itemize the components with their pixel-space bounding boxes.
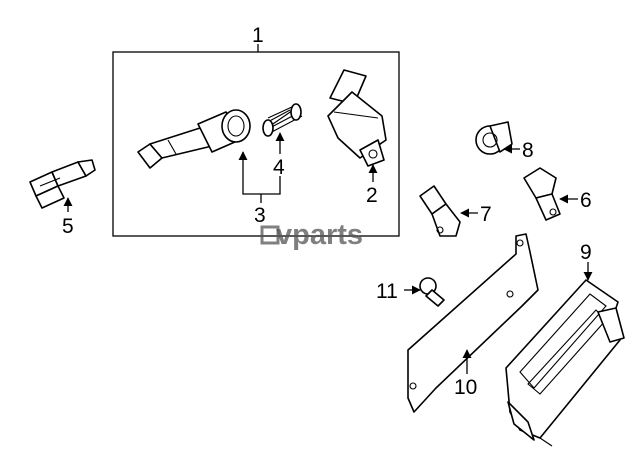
part-5-sensor[interactable]: [29, 159, 96, 209]
callout-10: 10: [454, 376, 477, 399]
callout-9: 9: [580, 241, 592, 264]
callout-6: 6: [580, 189, 592, 212]
part-9-ecm-module[interactable]: [505, 279, 625, 447]
callout-5: 5: [62, 215, 74, 238]
part-6-cam-sensor[interactable]: [523, 167, 561, 221]
callout-11: 11: [376, 280, 398, 303]
callout-4: 4: [273, 156, 285, 179]
part-4-spring[interactable]: [262, 103, 303, 137]
watermark-logo-icon: [260, 225, 280, 245]
part-7-crank-sensor[interactable]: [419, 185, 461, 237]
callout-2: 2: [366, 184, 378, 207]
part-2-ignition-coil[interactable]: [327, 69, 387, 167]
part-11-bolt[interactable]: [419, 277, 445, 307]
callout-3: 3: [254, 204, 266, 227]
assembly-group-box: [112, 51, 400, 237]
callout-1: 1: [252, 24, 264, 47]
callout-8: 8: [522, 139, 534, 162]
callout-7: 7: [480, 203, 492, 226]
part-10-bracket[interactable]: [407, 233, 539, 413]
watermark-text: vparts: [276, 219, 363, 251]
part-3-coil-boot[interactable]: [137, 109, 251, 169]
